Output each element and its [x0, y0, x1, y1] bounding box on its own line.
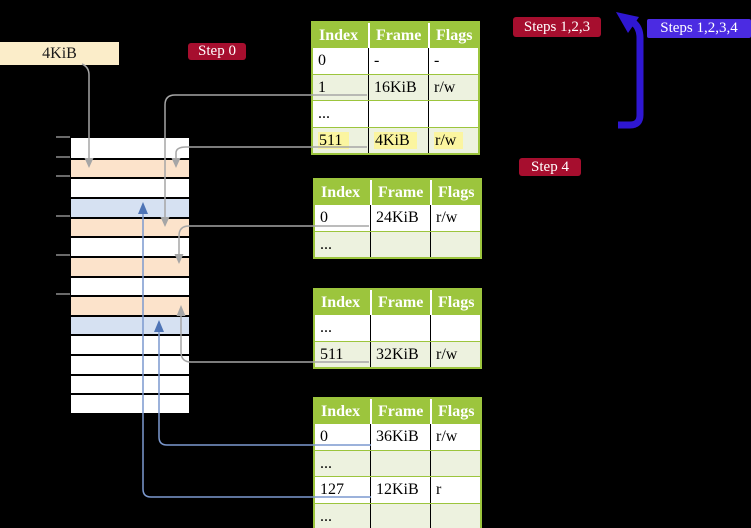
- table-cell: r/w: [428, 74, 478, 100]
- table-cell: -: [428, 48, 478, 74]
- table-cell: [430, 503, 480, 528]
- table-header-cell: Flags: [430, 399, 480, 424]
- table-cell: 1: [318, 78, 326, 96]
- table-cell: [430, 450, 480, 476]
- table-row: ...: [315, 230, 480, 257]
- table-cell: 24KiB: [370, 205, 430, 231]
- memory-frame-row-white: [71, 374, 189, 393]
- table-cell: 16KiB: [368, 74, 428, 100]
- table-header-cell: Frame: [370, 180, 430, 205]
- memory-frame-row-white: [71, 276, 189, 295]
- table-cell: [428, 101, 478, 127]
- table-cell: [430, 315, 480, 341]
- table-cell: [368, 101, 428, 127]
- table-cell: ...: [320, 319, 332, 336]
- frame-size-label: 4KiB: [0, 42, 119, 65]
- table-cell: ...: [320, 507, 332, 525]
- table-header-cell: Flags: [430, 290, 480, 315]
- memory-frame-row-peach: [71, 158, 189, 177]
- table-cell: 0: [320, 428, 328, 445]
- steps-loop-arrow: [618, 17, 644, 129]
- highlighted-value: 4KiB: [374, 131, 417, 149]
- table-cell: r/w: [430, 341, 480, 367]
- table-cell: [430, 231, 480, 257]
- physical-memory-stack: [69, 136, 191, 415]
- table-cell: -: [368, 48, 428, 74]
- table-cell: 12KiB: [370, 477, 430, 503]
- memory-axis-ticks: [56, 136, 70, 295]
- table-header-cell: Frame: [370, 290, 430, 315]
- memory-frame-row-blue: [71, 197, 189, 217]
- table-cell: ...: [320, 235, 332, 253]
- loop-arrowhead-icon: [616, 12, 639, 33]
- table-cell: [370, 450, 430, 476]
- table-header-cell: Index: [319, 27, 359, 44]
- table-header-cell: Flags: [428, 23, 478, 48]
- memory-frame-row-white: [71, 393, 189, 413]
- table-header-cell: Frame: [370, 399, 430, 424]
- table-cell: ...: [318, 105, 330, 122]
- table-cell: r/w: [430, 424, 480, 450]
- highlighted-value: 511: [318, 131, 350, 149]
- table-cell: [370, 231, 430, 257]
- table-cell: [370, 315, 430, 341]
- table-cell: r/w: [430, 205, 480, 231]
- table-cell: [370, 503, 430, 528]
- table-cell: 32KiB: [370, 341, 430, 367]
- table-cell: r: [430, 477, 480, 503]
- steps-1-2-3-badge: Steps 1,2,3: [513, 17, 601, 37]
- memory-frame-row-white: [71, 138, 189, 158]
- steps-1-2-3-4-badge: Steps 1,2,3,4: [647, 19, 751, 38]
- table-row: 511 4KiB r/w: [313, 126, 478, 154]
- memory-frame-row-white: [71, 334, 189, 354]
- table-header-cell: Index: [321, 403, 361, 420]
- memory-frame-row-peach: [71, 295, 189, 315]
- table-header-cell: Flags: [430, 180, 480, 205]
- table-cell: 127: [320, 481, 344, 498]
- table-row: 0 --: [313, 48, 478, 74]
- highlighted-value: r/w: [434, 131, 464, 149]
- table-row: ...: [313, 100, 478, 127]
- table-cell: 0: [318, 52, 326, 69]
- table-cell: 0: [320, 209, 328, 226]
- memory-frame-row-white: [71, 177, 189, 197]
- memory-frame-row-white: [71, 354, 189, 374]
- table-cell: 36KiB: [370, 424, 430, 450]
- step-4-badge: Step 4: [519, 158, 581, 176]
- step-0-badge: Step 0: [188, 43, 246, 60]
- table-cell: r/w: [428, 127, 478, 153]
- table-cell: 511: [320, 345, 344, 363]
- memory-frame-row-peach: [71, 256, 189, 276]
- table-cell: 4KiB: [368, 127, 428, 153]
- table-cell: 511: [313, 128, 368, 154]
- table-row: ...: [315, 502, 480, 528]
- memory-frame-row-blue: [71, 315, 189, 334]
- memory-frame-row-white: [71, 236, 189, 256]
- table-header-cell: Index: [321, 294, 361, 311]
- table-header-cell: Index: [321, 184, 361, 201]
- memory-frame-row-peach: [71, 217, 189, 236]
- table-row: ...: [315, 315, 480, 341]
- table-row: ...: [315, 449, 480, 476]
- table-cell: ...: [320, 454, 332, 472]
- table-header-cell: Frame: [368, 23, 428, 48]
